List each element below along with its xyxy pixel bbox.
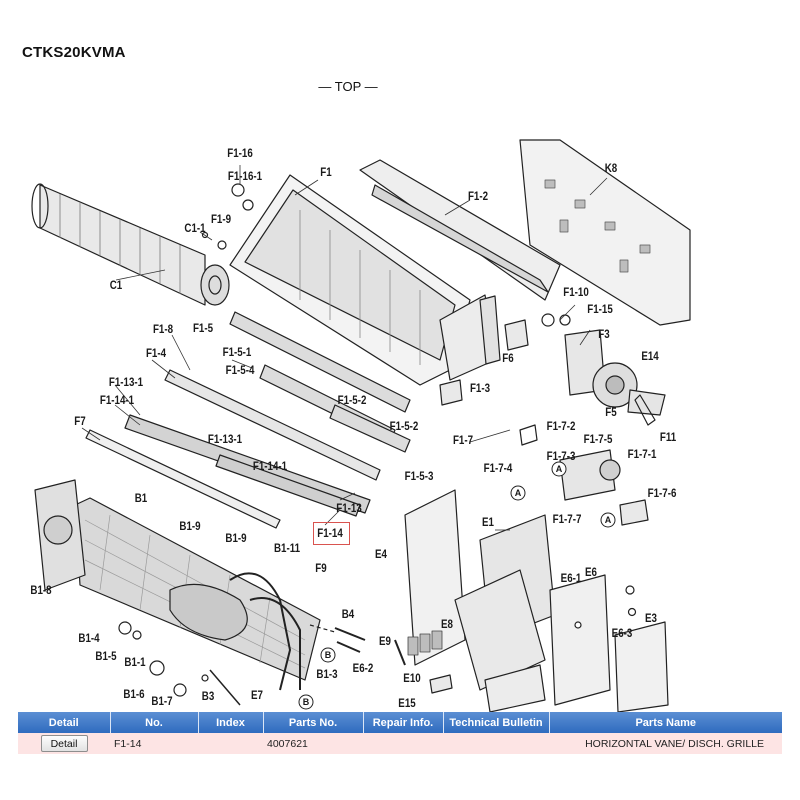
part-label[interactable]: F1-16	[227, 147, 253, 160]
table-header-row: Detail No. Index Parts No. Repair Info. …	[18, 712, 782, 733]
part-label[interactable]: F3	[598, 328, 609, 341]
cell-parts-name: HORIZONTAL VANE/ DISCH. GRILLE	[549, 733, 782, 754]
cell-detail: Detail	[18, 733, 110, 754]
part-label[interactable]: B4	[342, 608, 355, 621]
connector-label: A	[556, 464, 563, 474]
part-label[interactable]: B1	[135, 492, 148, 505]
part-label[interactable]: F1	[320, 166, 331, 179]
cell-repair-info	[363, 733, 443, 754]
part-label[interactable]: F9	[315, 562, 326, 575]
part-label[interactable]: F6	[502, 352, 513, 365]
part-label[interactable]: B1-7	[151, 695, 172, 708]
part-label[interactable]: E6-2	[353, 662, 374, 675]
cell-index	[198, 733, 263, 754]
part-label[interactable]: E4	[375, 548, 387, 561]
part-label[interactable]: F1-14-1	[253, 460, 287, 473]
view-label: — TOP —	[318, 79, 378, 94]
part-label[interactable]: F1-7-5	[584, 433, 613, 446]
part-label[interactable]: F1-4	[146, 347, 166, 360]
part-label[interactable]: F1-7-4	[484, 462, 513, 475]
part-label[interactable]: B3	[202, 690, 215, 703]
col-parts-no: Parts No.	[263, 712, 364, 733]
cell-parts-no: 4007621	[263, 733, 363, 754]
part-label[interactable]: E10	[403, 672, 420, 685]
part-label[interactable]: F1-7-1	[628, 448, 657, 461]
part-label[interactable]: F11	[660, 431, 676, 444]
part-label[interactable]: F1-10	[563, 286, 589, 299]
part-label[interactable]: F7	[74, 415, 85, 428]
part-label[interactable]: E6-3	[612, 627, 633, 640]
part-label[interactable]: F1-5-4	[226, 364, 255, 377]
table-row: Detail F1-14 4007621 HORIZONTAL VANE/ DI…	[18, 733, 782, 754]
part-label[interactable]: F1-7-3	[547, 450, 576, 463]
part-label[interactable]: B1-9	[225, 532, 246, 545]
part-label[interactable]: F1-7-7	[553, 513, 582, 526]
part-label[interactable]: C1	[110, 279, 123, 292]
part-label[interactable]: B1-9	[179, 520, 200, 533]
part-label[interactable]: F1-8	[153, 323, 173, 336]
part-label[interactable]: F1-5	[193, 322, 213, 335]
part-label[interactable]: K8	[605, 162, 618, 175]
col-index: Index	[198, 712, 264, 733]
part-label[interactable]: B1-6	[123, 688, 144, 701]
col-repair-info: Repair Info.	[363, 712, 444, 733]
part-label[interactable]: E6-1	[561, 572, 582, 585]
parts-table: Detail No. Index Parts No. Repair Info. …	[18, 712, 782, 754]
part-label[interactable]: F1-7	[453, 434, 473, 447]
part-label[interactable]: E6	[585, 566, 597, 579]
part-label[interactable]: E1	[482, 516, 494, 529]
cell-no: F1-14	[110, 733, 198, 754]
part-label[interactable]: F1-3	[470, 382, 490, 395]
part-label[interactable]: C1-1	[184, 222, 205, 235]
part-label[interactable]: F1-7-2	[547, 420, 576, 433]
part-label[interactable]: F1-5-1	[223, 346, 252, 359]
connector-label: A	[605, 515, 612, 525]
connector-label: B	[303, 697, 310, 707]
part-label[interactable]: E15	[398, 697, 415, 710]
part-label[interactable]: F1-13	[336, 502, 362, 515]
part-label[interactable]: E3	[645, 612, 657, 625]
part-label[interactable]: B1-3	[316, 668, 337, 681]
col-detail: Detail	[18, 712, 111, 733]
part-label[interactable]: F5	[605, 406, 616, 419]
col-parts-name: Parts Name	[549, 712, 782, 733]
selected-part-highlight[interactable]	[313, 522, 350, 545]
part-label[interactable]: B1-1	[124, 656, 145, 669]
model-title: CTKS20KVMA	[22, 44, 126, 61]
part-label[interactable]: E7	[251, 689, 263, 702]
col-technical-bulletin: Technical Bulletin	[443, 712, 550, 733]
detail-button[interactable]: Detail	[40, 735, 88, 752]
part-label[interactable]: B1-4	[78, 632, 99, 645]
part-label[interactable]: F1-5-2	[390, 420, 419, 433]
part-label[interactable]: F1-2	[468, 190, 488, 203]
part-label[interactable]: B1-11	[274, 542, 300, 555]
part-label[interactable]: E8	[441, 618, 453, 631]
part-label[interactable]: F1-14	[317, 527, 343, 540]
part-label[interactable]: E14	[641, 350, 658, 363]
part-label[interactable]: F1-9	[211, 213, 231, 226]
part-label[interactable]: B1-8	[30, 584, 51, 597]
part-label[interactable]: F1-14-1	[100, 394, 134, 407]
part-label[interactable]: F1-13-1	[208, 433, 242, 446]
part-label[interactable]: F1-5-3	[405, 470, 434, 483]
part-label[interactable]: F1-15	[587, 303, 613, 316]
part-label[interactable]: F1-16-1	[228, 170, 262, 183]
connector-label: B	[325, 650, 332, 660]
col-no: No.	[110, 712, 199, 733]
cell-technical-bulletin	[443, 733, 549, 754]
part-label[interactable]: F1-7-6	[648, 487, 677, 500]
part-label[interactable]: F1-13-1	[109, 376, 143, 389]
part-label[interactable]: F1-5-2	[338, 394, 367, 407]
connector-label: A	[515, 488, 522, 498]
part-label[interactable]: B1-5	[95, 650, 116, 663]
part-label[interactable]: E9	[379, 635, 391, 648]
